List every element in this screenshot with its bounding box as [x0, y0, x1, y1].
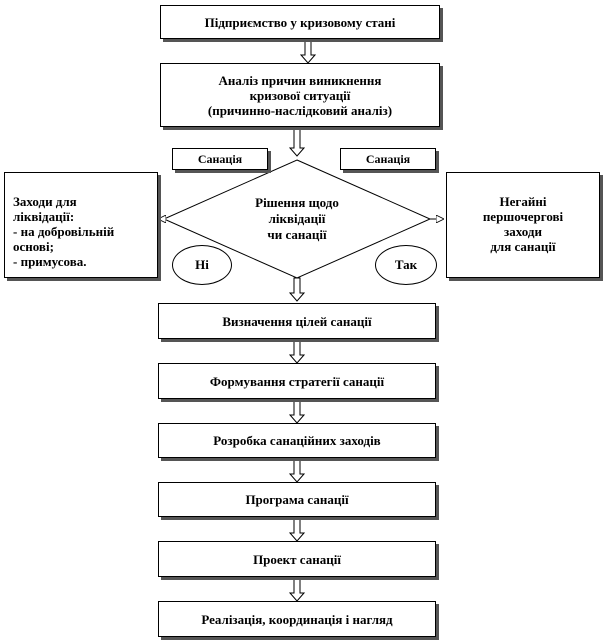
- arrow-s1-s2: [299, 39, 317, 64]
- arrow-s4-s5: [288, 399, 306, 424]
- step-crisis-label: Підприємство у кризовому стані: [204, 14, 396, 30]
- urgent-measures-text: Негайні першочергові заходи для санації: [482, 194, 564, 254]
- liquidation-measures-text: Заходи для ліквідації: - на добровільній…: [13, 194, 115, 269]
- label-left-sanation-text: Санація: [197, 151, 243, 166]
- step-crisis: Підприємство у кризовому стані: [160, 5, 440, 39]
- step-goals: Визначення цілей санації: [158, 303, 436, 339]
- answer-yes: Так: [375, 245, 437, 285]
- step-strategy-label: Формування стратегії санації: [209, 373, 385, 389]
- step-measures: Розробка санаційних заходів: [158, 423, 436, 458]
- step-analysis-label: Аналіз причин виникнення кризової ситуац…: [207, 72, 393, 118]
- label-right-sanation-text: Санація: [365, 151, 411, 166]
- step-measures-label: Розробка санаційних заходів: [213, 433, 381, 448]
- step-strategy: Формування стратегії санації: [158, 363, 436, 399]
- answer-no: Ні: [172, 245, 232, 285]
- step-project: Проект санації: [158, 541, 436, 577]
- liquidation-measures: Заходи для ліквідації: - на добровільній…: [4, 172, 158, 278]
- step-analysis: Аналіз причин виникнення кризової ситуац…: [160, 63, 440, 127]
- arrow-s3-s4: [288, 339, 306, 364]
- step-goals-label: Визначення цілей санації: [222, 313, 372, 329]
- step-program: Програма санації: [158, 482, 436, 517]
- label-right-sanation: Санація: [340, 148, 436, 170]
- arrow-s6-s7: [288, 517, 306, 542]
- decision-diamond: [162, 159, 432, 279]
- arrow-diamond-s3: [288, 277, 306, 302]
- arrow-s7-s8: [288, 577, 306, 602]
- answer-no-text: Ні: [195, 257, 209, 272]
- step-implementation-label: Реалізація, координація і нагляд: [201, 611, 393, 627]
- step-program-label: Програма санації: [245, 492, 349, 507]
- decision-text: Рішення щодо ліквідації чи санації: [255, 195, 339, 242]
- step-project-label: Проект санації: [253, 551, 341, 567]
- arrow-s2-diamond: [288, 127, 306, 157]
- answer-yes-text: Так: [394, 257, 418, 272]
- arrow-s5-s6: [288, 458, 306, 483]
- label-left-sanation: Санація: [172, 148, 268, 170]
- step-implementation: Реалізація, координація і нагляд: [158, 601, 436, 637]
- urgent-measures: Негайні першочергові заходи для санації: [446, 172, 600, 278]
